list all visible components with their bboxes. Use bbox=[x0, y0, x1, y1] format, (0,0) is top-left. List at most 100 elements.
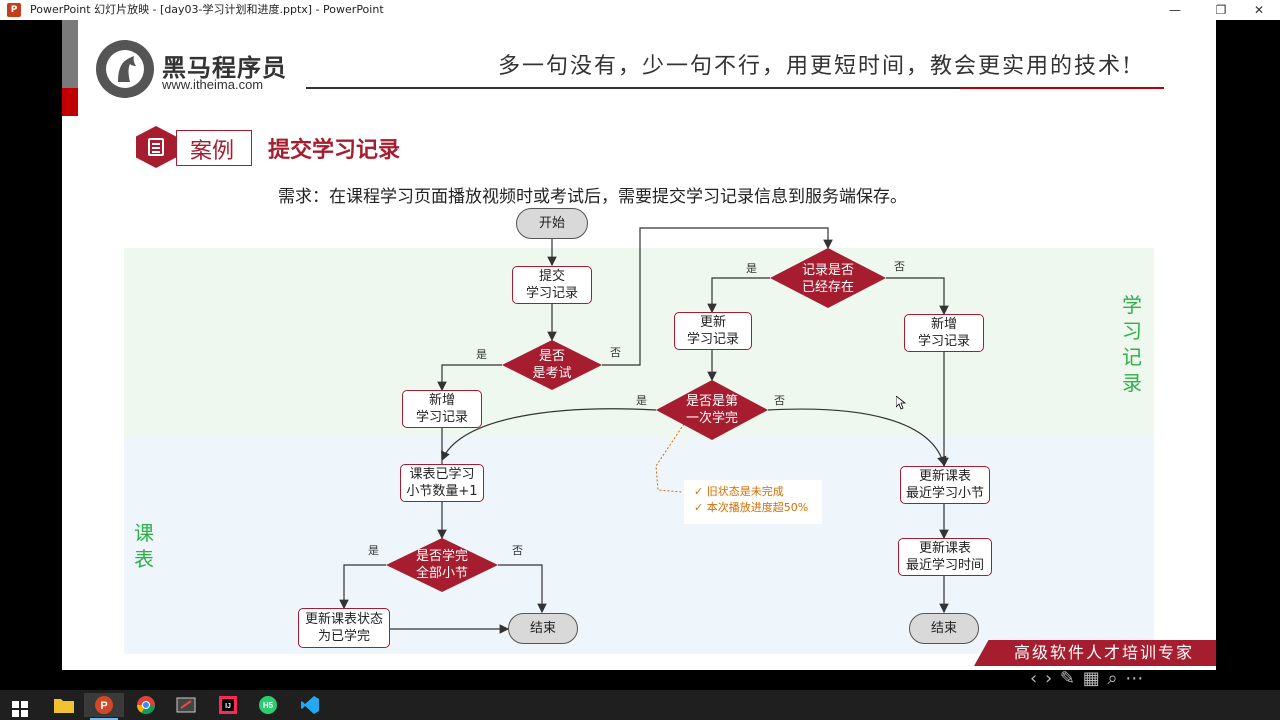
is-exam-line1: 是否 bbox=[538, 349, 565, 364]
windows-taskbar: P IJ H5 bbox=[0, 690, 1280, 720]
note-line-2-text: 本次播放进度超50% bbox=[706, 501, 809, 514]
screenshot-tool-icon bbox=[176, 697, 196, 713]
windows-logo-icon bbox=[12, 701, 28, 717]
add-record-right-node: 新增 学习记录 bbox=[904, 314, 984, 352]
close-button[interactable]: ✕ bbox=[1253, 3, 1265, 17]
update-latest-time-line2: 最近学习时间 bbox=[905, 558, 984, 573]
first-finish-line2: 一次学完 bbox=[685, 411, 738, 426]
slideshow-stage[interactable]: 黑马程序员 www.itheima.com 多一句没有，少一句不行，用更短时间，… bbox=[0, 20, 1280, 690]
chrome-icon bbox=[137, 696, 155, 715]
update-latest-time-line1: 更新课表 bbox=[918, 541, 971, 556]
note-line-1-text: 旧状态是未完成 bbox=[706, 485, 784, 498]
logo-url: www.itheima.com bbox=[162, 77, 264, 92]
update-status-node: 更新课表状态 为已学完 bbox=[298, 608, 390, 648]
update-record-node: 更新 学习记录 bbox=[674, 312, 752, 350]
window-titlebar: P PowerPoint 幻灯片放映 - [day03-学习计划和进度.pptx… bbox=[0, 0, 1280, 20]
taskbar-hbuilder[interactable]: H5 bbox=[248, 693, 288, 717]
restore-button[interactable]: ❐ bbox=[1215, 3, 1227, 17]
case-label-box bbox=[176, 130, 252, 166]
pen-icon[interactable]: ✎ bbox=[1059, 668, 1076, 689]
update-latest-section-line1: 更新课表 bbox=[918, 469, 971, 484]
lane-label-learning-record: 学习记录 bbox=[1122, 293, 1142, 395]
minimize-button[interactable]: — bbox=[1169, 3, 1181, 17]
logo-emblem bbox=[96, 40, 154, 98]
all-done-line1: 是否学完 bbox=[415, 549, 468, 564]
mouse-cursor-icon bbox=[896, 396, 906, 410]
requirement-text: 需求：在课程学习页面播放视频时或考试后，需要提交学习记录信息到服务端保存。 bbox=[278, 187, 907, 207]
lessons-plus-line1: 课表已学习 bbox=[409, 467, 475, 482]
add-record-left-line1: 新增 bbox=[428, 393, 455, 408]
svg-text:P: P bbox=[100, 700, 107, 712]
case-label: 案例 bbox=[190, 139, 235, 164]
record-exists-line1: 记录是否 bbox=[801, 263, 854, 278]
submit-record-line1: 提交 bbox=[538, 269, 565, 284]
taskbar-vscode[interactable] bbox=[290, 693, 330, 717]
label-first-finish-yes: 是 bbox=[636, 394, 647, 407]
horse-icon bbox=[118, 56, 136, 82]
back-icon[interactable]: ‹ bbox=[1030, 668, 1039, 689]
label-exists-no: 否 bbox=[894, 260, 905, 273]
logo-name: 黑马程序员 bbox=[162, 54, 287, 82]
forward-icon[interactable]: › bbox=[1044, 668, 1054, 689]
grid-icon[interactable]: ▦ bbox=[1082, 668, 1101, 689]
update-latest-section-line2: 最近学习小节 bbox=[905, 486, 984, 501]
svg-text:H5: H5 bbox=[263, 701, 274, 710]
windows-start-button[interactable] bbox=[0, 693, 40, 717]
submit-record-line2: 学习记录 bbox=[525, 286, 578, 301]
decor-bar-gray bbox=[62, 20, 78, 88]
check-icon: ✓ bbox=[694, 501, 704, 514]
decor-bar-red bbox=[62, 88, 78, 116]
svg-text:IJ: IJ bbox=[225, 703, 231, 710]
submit-record-node: 提交 学习记录 bbox=[512, 266, 592, 304]
all-done-line2: 全部小节 bbox=[415, 566, 468, 581]
taskbar-powerpoint[interactable]: P bbox=[84, 693, 124, 720]
more-icon[interactable]: ⋯ bbox=[1125, 668, 1145, 689]
note-line-1: ✓ 旧状态是未完成 bbox=[694, 484, 822, 500]
document-icon bbox=[148, 138, 164, 156]
label-all-done-no: 否 bbox=[512, 544, 523, 557]
taskbar-file-explorer[interactable] bbox=[44, 693, 84, 717]
end-right-node: 结束 bbox=[909, 613, 979, 644]
zoom-icon[interactable]: ⌕ bbox=[1107, 668, 1119, 689]
check-icon: ✓ bbox=[694, 485, 704, 498]
label-first-finish-no: 否 bbox=[774, 394, 785, 407]
brand-tag: 高级软件人才培训专家 bbox=[974, 640, 1216, 666]
is-exam-line2: 是考试 bbox=[532, 366, 572, 381]
lessons-plus-line2: 小节数量+1 bbox=[406, 484, 478, 499]
add-record-right-line2: 学习记录 bbox=[917, 334, 970, 349]
record-exists-decision: 记录是否 已经存在 bbox=[784, 260, 872, 298]
update-record-line1: 更新 bbox=[699, 315, 726, 330]
lane-label-course-table: 课表 bbox=[134, 521, 154, 571]
label-all-done-yes: 是 bbox=[368, 544, 379, 557]
update-status-line2: 为已学完 bbox=[317, 629, 370, 644]
taskbar-intellij[interactable]: IJ bbox=[208, 693, 248, 717]
hbuilder-icon: H5 bbox=[259, 696, 277, 714]
update-latest-section-node: 更新课表 最近学习小节 bbox=[900, 466, 990, 504]
record-exists-line2: 已经存在 bbox=[801, 280, 854, 295]
first-finish-decision: 是否是第 一次学完 bbox=[668, 391, 756, 429]
intellij-icon: IJ bbox=[219, 696, 237, 714]
window-title: PowerPoint 幻灯片放映 - [day03-学习计划和进度.pptx] … bbox=[30, 3, 384, 16]
label-exists-yes: 是 bbox=[746, 262, 757, 275]
start-node: 开始 bbox=[516, 208, 588, 239]
first-finish-line1: 是否是第 bbox=[685, 394, 738, 409]
slideshow-toolbar[interactable]: ‹ › ✎ ▦ ⌕ ⋯ bbox=[1030, 668, 1145, 689]
slide[interactable]: 黑马程序员 www.itheima.com 多一句没有，少一句不行，用更短时间，… bbox=[62, 20, 1216, 670]
add-record-left-node: 新增 学习记录 bbox=[402, 390, 482, 428]
case-hexagon bbox=[136, 126, 176, 168]
add-record-left-line2: 学习记录 bbox=[415, 410, 468, 425]
powerpoint-icon: P bbox=[95, 696, 113, 714]
is-exam-decision: 是否 是考试 bbox=[512, 346, 592, 384]
slogan: 多一句没有，少一句不行，用更短时间，教会更实用的技术! bbox=[498, 54, 1133, 79]
update-latest-time-node: 更新课表 最近学习时间 bbox=[898, 538, 992, 576]
lessons-plus-node: 课表已学习 小节数量+1 bbox=[400, 464, 484, 502]
label-is-exam-no: 否 bbox=[610, 346, 621, 359]
add-record-right-line1: 新增 bbox=[930, 317, 957, 332]
all-done-decision: 是否学完 全部小节 bbox=[400, 546, 484, 584]
end-left-node: 结束 bbox=[508, 613, 578, 644]
vscode-icon bbox=[301, 696, 319, 714]
taskbar-chrome[interactable] bbox=[126, 693, 166, 717]
taskbar-snipping-tool[interactable] bbox=[166, 693, 206, 717]
folder-icon bbox=[54, 699, 74, 713]
update-status-line1: 更新课表状态 bbox=[304, 612, 383, 627]
